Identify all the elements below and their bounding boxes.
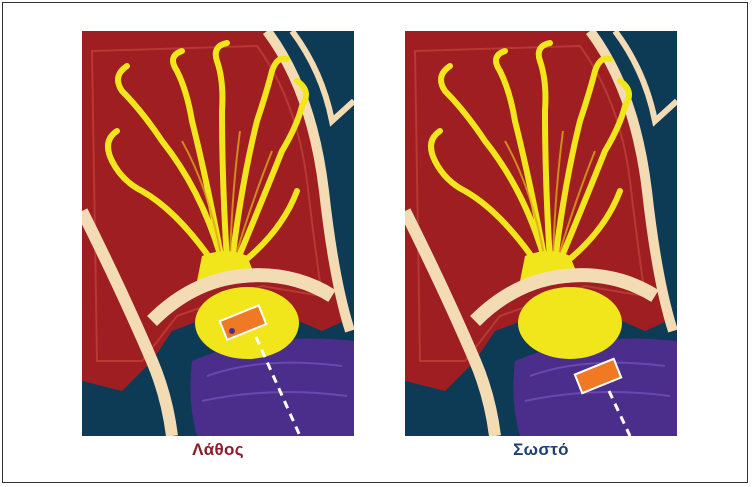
caption-wrong: Λάθος (82, 440, 354, 460)
caption-correct: Σωστό (405, 440, 677, 460)
illustration-wrong (82, 31, 354, 436)
illustration-correct (405, 31, 677, 436)
yellow-bulb (518, 287, 622, 359)
anatomy-illustration-left (82, 31, 354, 436)
anatomy-illustration-right (405, 31, 677, 436)
